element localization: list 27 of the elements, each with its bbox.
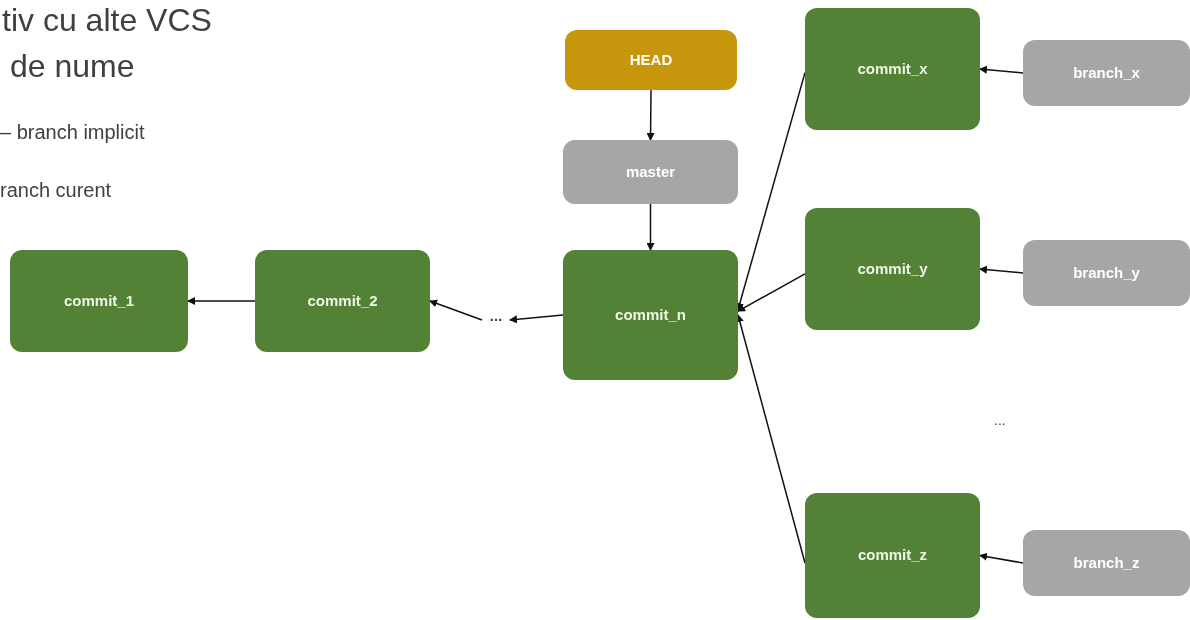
arrow (646, 203, 655, 251)
arrow (187, 297, 256, 305)
arrow (979, 65, 1024, 74)
slide-text: – branch implicit (0, 120, 145, 145)
branch-box: branch_y (1023, 240, 1190, 306)
ellipsis-text: ... (994, 411, 1006, 430)
slide-text: ranch curent (0, 178, 112, 203)
commit-box: commit_x (805, 8, 980, 130)
arrow (979, 265, 1024, 274)
slide-text: tiv cu alte VCS (2, 1, 212, 40)
arrow (979, 552, 1024, 564)
ellipsis-text: ... (482, 306, 510, 326)
commit-box: commit_2 (255, 250, 430, 352)
arrow (736, 71, 806, 311)
arrow (509, 314, 564, 324)
slide-text: de nume (10, 47, 135, 86)
head-pointer-box: HEAD (565, 30, 737, 90)
branch-box: branch_x (1023, 40, 1190, 106)
commit-box: commit_z (805, 493, 980, 618)
branch-box: master (563, 140, 738, 204)
arrow (429, 299, 483, 321)
branch-box: branch_z (1023, 530, 1190, 596)
commit-box: commit_y (805, 208, 980, 330)
arrow (737, 273, 806, 312)
arrow (646, 89, 655, 141)
commit-box: commit_n (563, 250, 738, 380)
commit-box: commit_1 (10, 250, 188, 352)
